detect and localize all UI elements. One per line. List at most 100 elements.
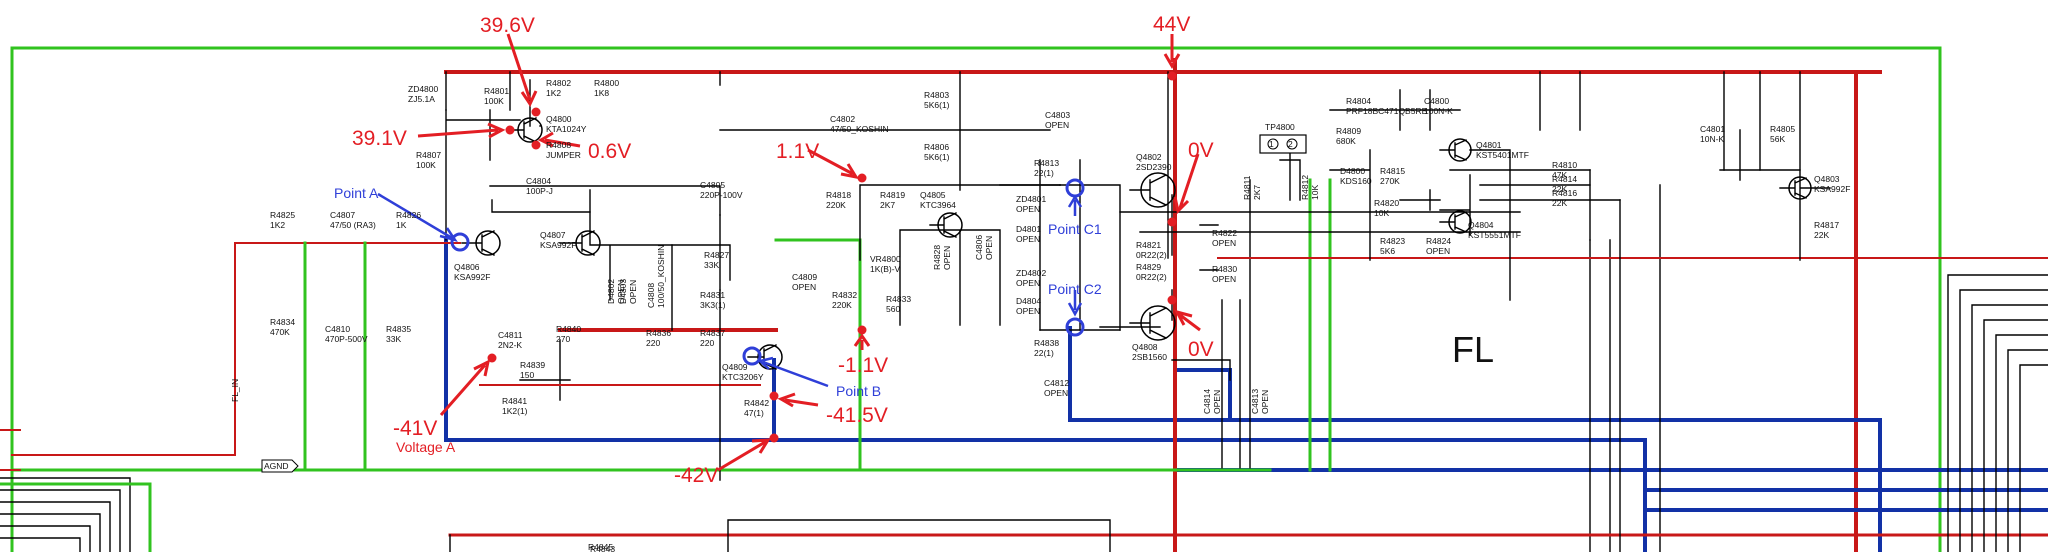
part-value: OPEN — [1016, 306, 1040, 316]
transistor-q4803 — [1779, 176, 1812, 200]
part-value: 220K — [832, 300, 852, 310]
part-value: 22K — [1552, 198, 1567, 208]
part-ref: R4839 — [520, 360, 545, 370]
part-ref: Q4800 — [546, 114, 572, 124]
part-value: 1K2(1) — [502, 406, 528, 416]
part-value: KST5401MTF — [1476, 150, 1529, 160]
part-value: KTC3964 — [920, 200, 956, 210]
part-value: 2K7 — [880, 200, 895, 210]
part-value: 22(1) — [1034, 348, 1054, 358]
voltage-positive-rail: 44V — [1153, 13, 1190, 36]
part-value: 0R22(2) — [1136, 250, 1167, 260]
transistor-q4804 — [1439, 210, 1472, 234]
part-value: 1K2 — [546, 88, 561, 98]
part-ref: R4807 — [416, 150, 441, 160]
part-ref: D4801 — [1016, 224, 1041, 234]
voltage-a-label: Voltage A — [396, 439, 456, 455]
part-value: 5K6(1) — [924, 100, 950, 110]
part-ref: Q4803 — [1814, 174, 1840, 184]
part-value: OPEN — [1212, 390, 1222, 414]
voltage-bias-bottom: -1.1V — [838, 354, 888, 377]
part-value: 2K7 — [1252, 185, 1262, 200]
part-ref: C4808 — [646, 283, 656, 308]
part-ref: R4833 — [886, 294, 911, 304]
part-ref: R4813 — [1034, 158, 1059, 168]
part-ref: R4826 — [396, 210, 421, 220]
voltage-q4800-collector: 0.6V — [588, 140, 631, 163]
part-ref: R4805 — [1770, 124, 1795, 134]
part-ref: R4818 — [826, 190, 851, 200]
part-value: 33K — [386, 334, 401, 344]
supply-rails — [10, 46, 2048, 552]
part-value: 680K — [1336, 136, 1356, 146]
transistor-q4802 — [1129, 172, 1176, 208]
part-ref: C4805 — [700, 180, 725, 190]
transistor-q4806 — [461, 230, 501, 256]
part-value: OPEN — [1016, 234, 1040, 244]
misc-labels: FL AGND FL_IN TP4800 1 2 R4845 R4843 — [230, 122, 1494, 552]
voltage-point-a: -41V — [393, 417, 437, 440]
part-value: 1K(B)-V — [870, 264, 901, 274]
part-value: PRF18BC471QB5RB — [1346, 106, 1428, 116]
part-ref: R4804 — [1346, 96, 1371, 106]
part-ref: R4829 — [1136, 262, 1161, 272]
part-ref: R4819 — [880, 190, 905, 200]
part-value: OPEN — [984, 236, 994, 260]
part-value: 560 — [886, 304, 900, 314]
part-ref: R4821 — [1136, 240, 1161, 250]
part-value: 22K — [1552, 184, 1567, 194]
point-c1-label: Point C1 — [1048, 221, 1102, 237]
part-ref: Q4808 — [1132, 342, 1158, 352]
part-ref: Q4802 — [1136, 152, 1162, 162]
voltage-negative-rail: -42V — [674, 464, 718, 487]
part-ref: R4828 — [932, 245, 942, 270]
part-value: 470K — [270, 327, 290, 337]
test-circles — [450, 178, 1085, 366]
part-value: 47/50 (RA3) — [330, 220, 376, 230]
part-value: OPEN — [1044, 388, 1068, 398]
part-value: 0R22(2) — [1136, 272, 1167, 282]
transistor-q4809 — [747, 344, 783, 370]
part-ref: R4800 — [594, 78, 619, 88]
transistor-q4800 — [509, 117, 543, 143]
part-ref: R4817 — [1814, 220, 1839, 230]
part-value: 150 — [520, 370, 534, 380]
voltage-vas-emitter: -41.5V — [826, 404, 888, 427]
part-ref: R4837 — [700, 328, 725, 338]
part-ref: R4823 — [1380, 236, 1405, 246]
part-value: OPEN — [1426, 246, 1450, 256]
part-value: KDS160 — [1340, 176, 1372, 186]
part-ref: D4804 — [1016, 296, 1041, 306]
part-value: 10K — [1310, 185, 1320, 200]
part-value: KST5551MTF — [1468, 230, 1521, 240]
part-ref: R4802 — [546, 78, 571, 88]
